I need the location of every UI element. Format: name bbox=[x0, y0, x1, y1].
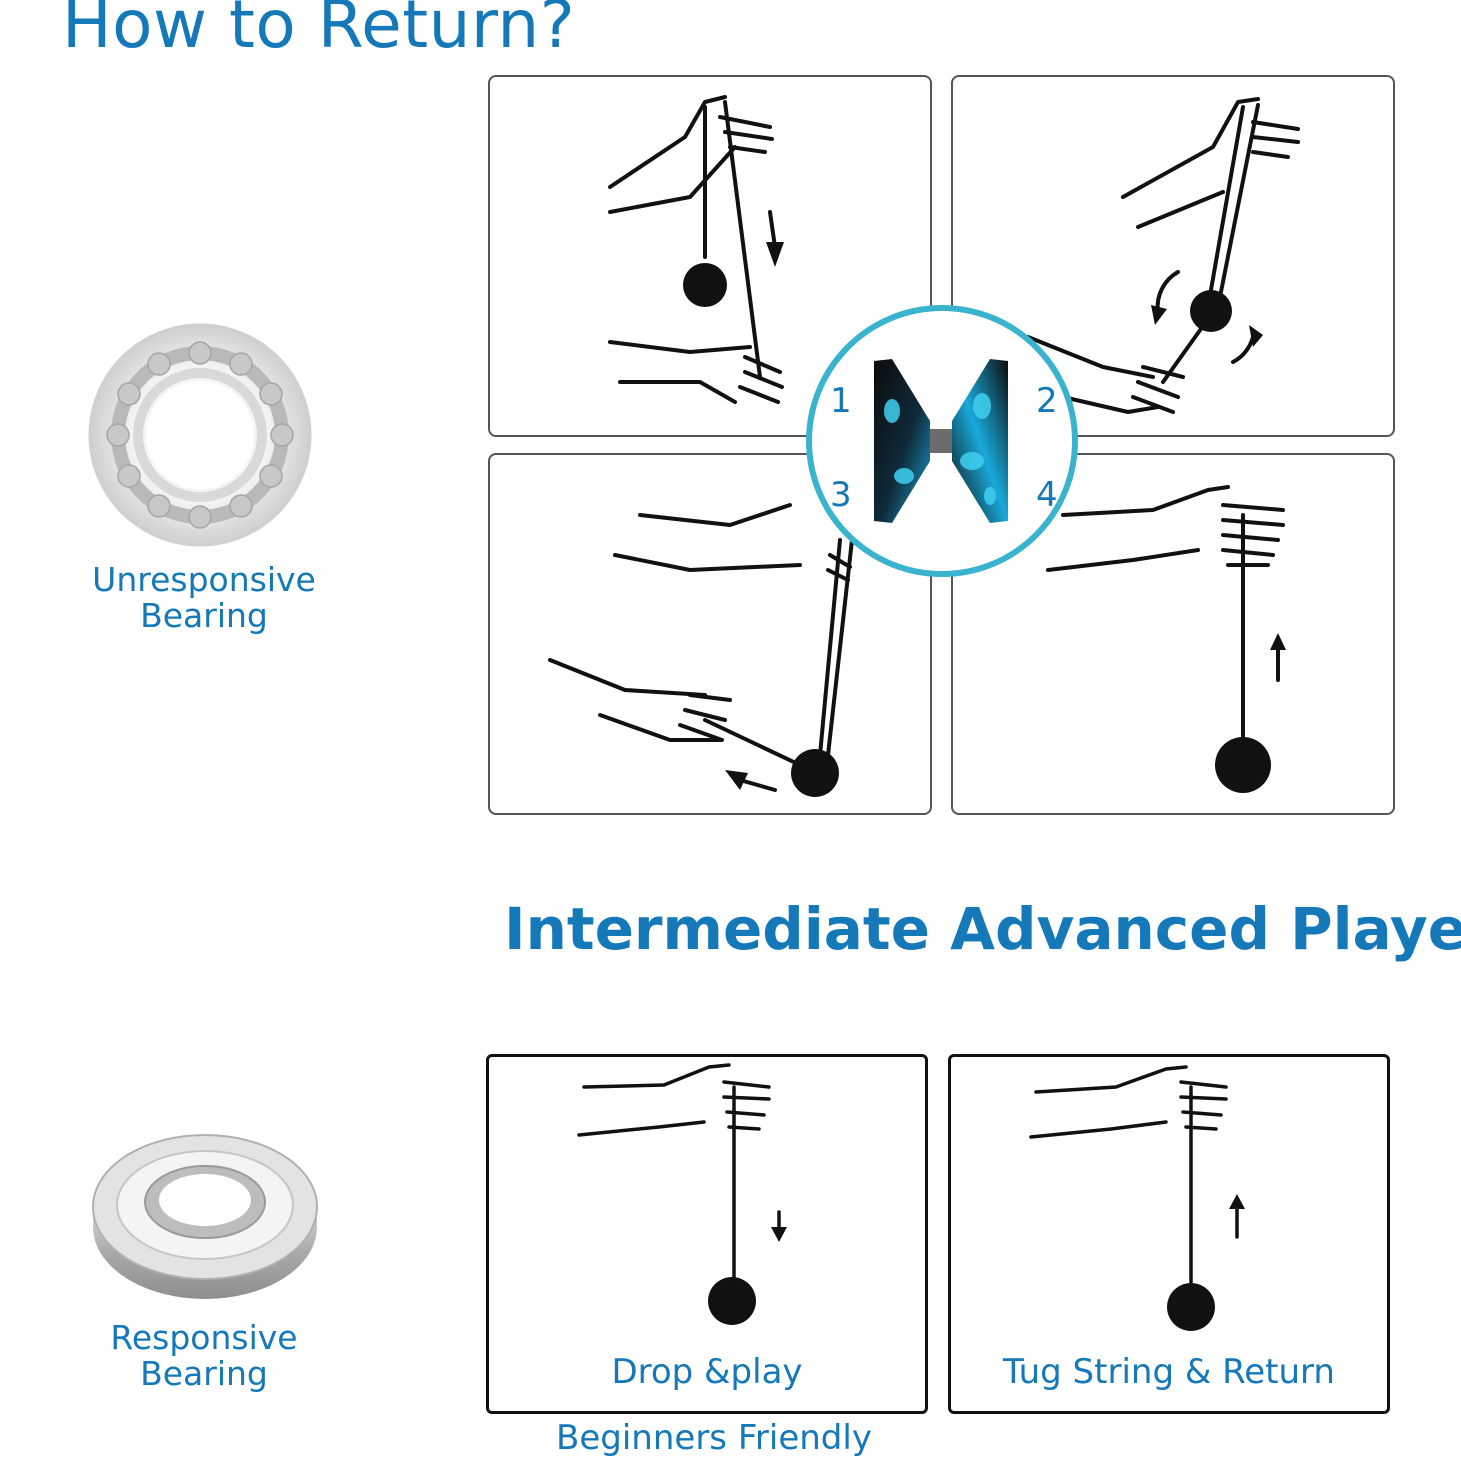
step-1-illustration bbox=[608, 95, 784, 404]
beginners-friendly-label: Beginners Friendly bbox=[556, 1418, 872, 1458]
yoyo-badge: 1 2 3 4 bbox=[806, 305, 1078, 577]
step-number-3: 3 bbox=[830, 475, 852, 515]
tug-string-caption: Tug String & Return bbox=[1003, 1352, 1335, 1392]
step-4-illustration bbox=[1046, 485, 1286, 793]
step-3-illustration bbox=[548, 503, 854, 797]
step-number-1: 1 bbox=[830, 381, 852, 421]
tug-string-panel: Tug String & Return bbox=[948, 1054, 1390, 1414]
drop-play-caption: Drop &play bbox=[611, 1352, 803, 1392]
tug-string-illustration bbox=[1029, 1065, 1245, 1331]
yoyo-image bbox=[874, 359, 1008, 523]
drop-play-panel: Drop &play bbox=[486, 1054, 928, 1414]
step-number-4: 4 bbox=[1036, 475, 1058, 515]
unresponsive-bearing-image bbox=[88, 323, 312, 547]
step-2-illustration bbox=[1026, 97, 1300, 414]
responsive-bearing-label: Responsive Bearing bbox=[110, 1318, 298, 1393]
responsive-bearing-image bbox=[92, 1134, 318, 1299]
page-title: How to Return? bbox=[62, 0, 576, 63]
unresponsive-bearing-label: Unresponsive Bearing bbox=[92, 560, 316, 635]
step-number-2: 2 bbox=[1036, 381, 1058, 421]
section-subtitle: Intermediate Advanced Player bbox=[504, 895, 1461, 963]
drop-play-illustration bbox=[577, 1063, 787, 1325]
